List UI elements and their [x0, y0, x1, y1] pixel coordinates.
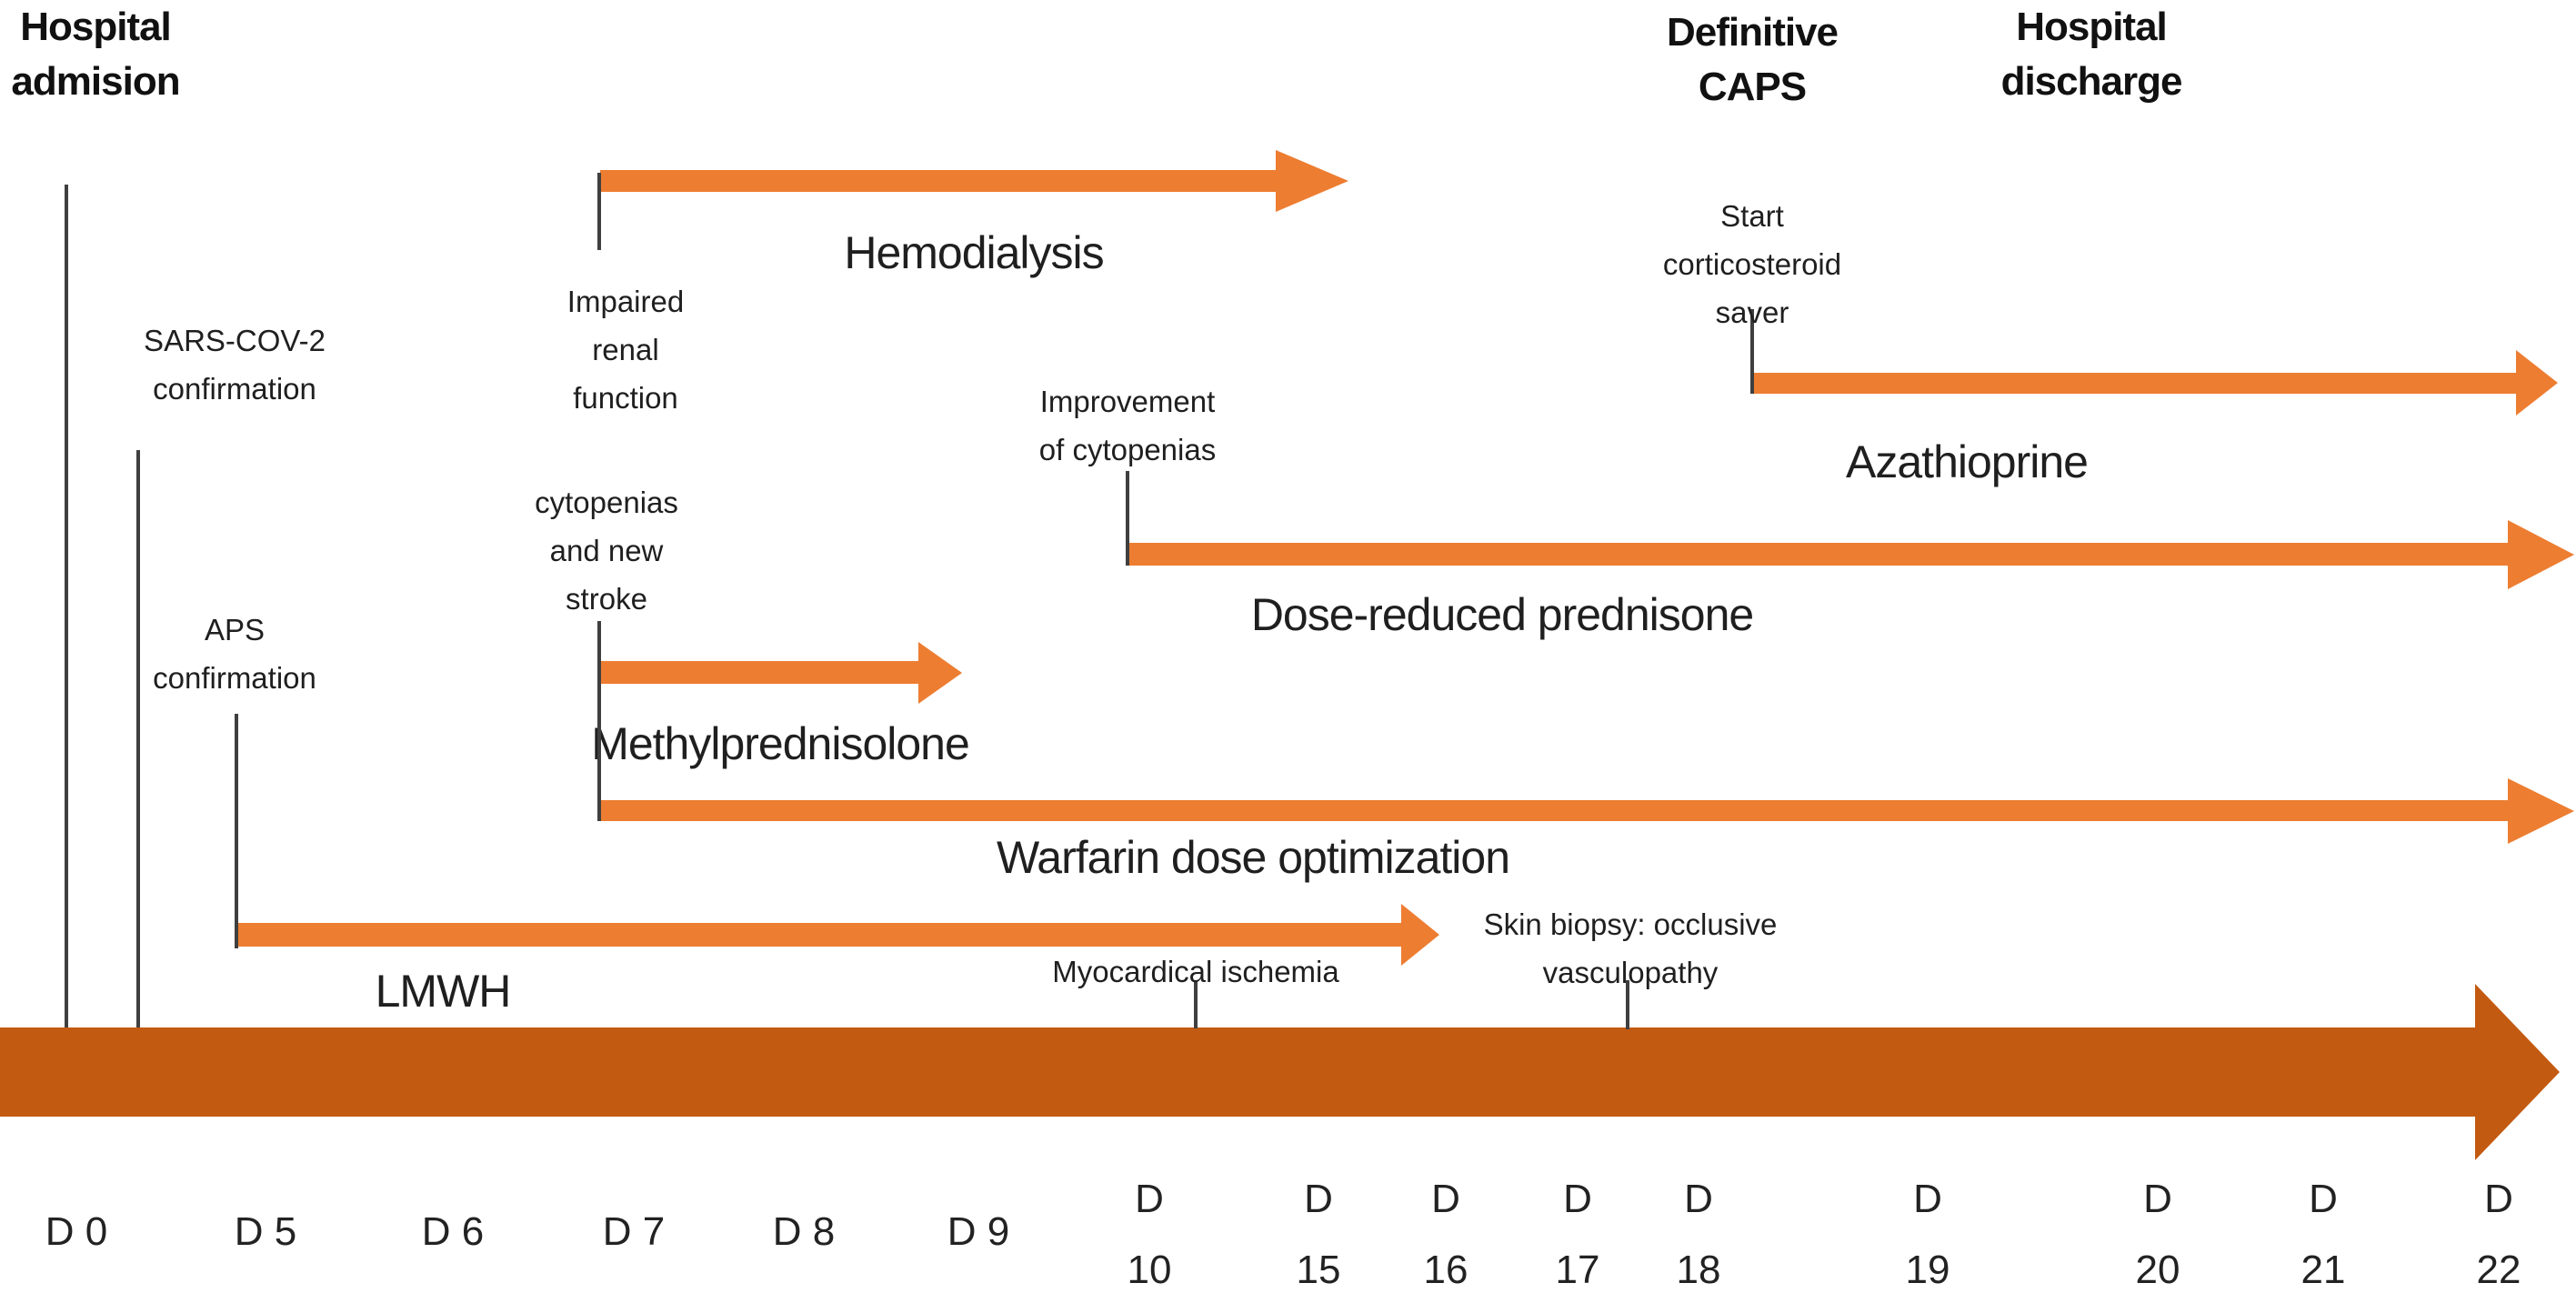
event-tick-improvement-of-cytopenias [1126, 471, 1129, 566]
event-label-myocardial-ischemia: Myocardical ischemia [1052, 955, 1339, 988]
treatment-label-dose-reduced-prednisone: Dose-reduced prednisone [1250, 589, 1754, 640]
treatment-arrow-dose-reduced-prednisone-arrowhead-icon [2508, 519, 2574, 589]
treatment-arrow-hemodialysis-bar [600, 170, 1278, 192]
event-tick-start-corticosteroid-saver [1750, 309, 1754, 394]
day-label-d-9: D 9 [947, 1209, 1010, 1254]
treatment-arrow-warfarin-dose-optimization-bar [600, 800, 2510, 821]
day-label-d-8: D 8 [772, 1209, 836, 1254]
treatment-arrow-azathioprine-arrowhead-icon [2516, 350, 2558, 416]
treatment-arrow-lmwh-bar [238, 923, 1403, 947]
treatment-arrow-dose-reduced-prednisone-bar [1128, 543, 2510, 566]
treatment-arrow-methylprednisolone-bar [600, 661, 920, 684]
day-label-d-6: D 6 [421, 1209, 485, 1254]
day-label-d-7: D 7 [602, 1209, 666, 1254]
event-tick-cytopenias-and-new-stroke [597, 621, 601, 821]
event-tick-hospital-admission [65, 185, 68, 1027]
day-label-d-0: D 0 [45, 1209, 108, 1254]
main-timeline-arrow-bar [0, 1027, 2477, 1117]
event-tick-sars-cov-2-confirmation [136, 450, 140, 1027]
main-timeline-arrow-arrowhead-icon [2475, 984, 2560, 1160]
treatment-arrow-azathioprine-bar [1752, 373, 2518, 394]
event-tick-skin-biopsy-occlusive-vasculopathy [1626, 980, 1629, 1029]
day-label-d-5: D 5 [234, 1209, 297, 1254]
treatment-label-azathioprine: Azathioprine [1846, 436, 2089, 487]
event-tick-aps-confirmation [235, 714, 238, 948]
event-tick-impaired-renal-function [597, 173, 601, 250]
treatment-label-methylprednisolone: Methylprednisolone [591, 718, 970, 769]
treatment-arrow-methylprednisolone-arrowhead-icon [918, 641, 962, 704]
treatment-label-hemodialysis: Hemodialysis [844, 227, 1104, 278]
treatment-arrow-hemodialysis-arrowhead-icon [1276, 150, 1348, 212]
treatment-label-lmwh: LMWH [375, 966, 512, 1017]
treatment-arrow-lmwh-arrowhead-icon [1401, 904, 1439, 966]
treatment-arrow-warfarin-dose-optimization-arrowhead-icon [2508, 777, 2574, 844]
event-tick-myocardial-ischemia [1194, 980, 1198, 1028]
treatment-label-warfarin-dose-optimization: Warfarin dose optimization [996, 832, 1510, 883]
